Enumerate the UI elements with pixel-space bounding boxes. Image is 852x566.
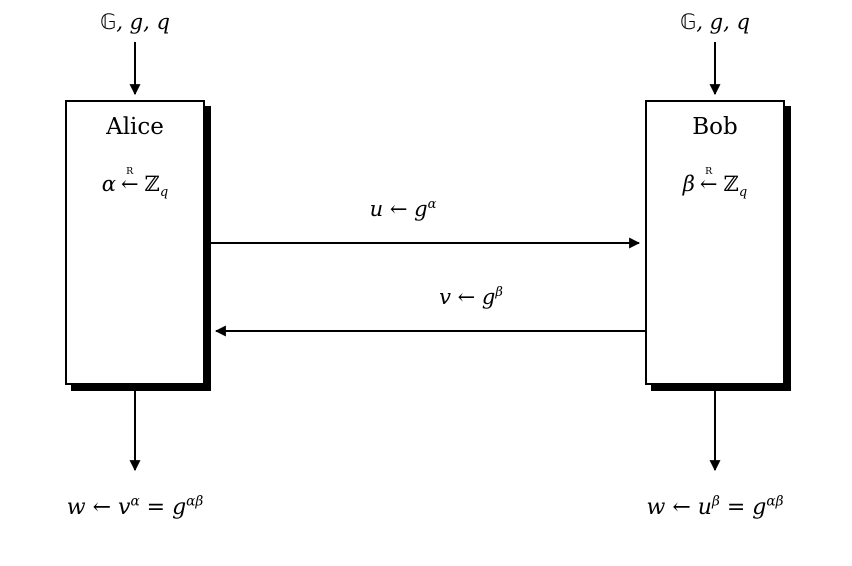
alice-sample-group: ℤ	[144, 172, 160, 196]
message-expression: u ← g	[369, 197, 428, 221]
alice-name: Alice	[106, 114, 164, 140]
alice-sample-var: α	[101, 172, 116, 196]
bob-to-alice-message-label: v ← gβ	[439, 285, 503, 309]
random-sample-arrow-superscript: R	[705, 165, 713, 177]
left-arrow-glyph: ←	[120, 172, 139, 196]
output-expression: = g	[719, 495, 767, 520]
bob-params-label: 𝔾, g, q	[680, 10, 750, 34]
alice-sample-group-subscript: q	[159, 185, 169, 201]
left-arrow-glyph: ←	[699, 172, 718, 196]
output-expression: = g	[139, 495, 187, 520]
random-sample-arrow-superscript: R	[126, 165, 134, 177]
output-expression: w ← u	[646, 495, 712, 520]
random-sample-arrow: R←	[120, 166, 139, 196]
random-sample-arrow: R←	[699, 166, 718, 196]
bob-sample-var: β	[682, 172, 695, 196]
message-exponent: β	[495, 285, 503, 300]
output-exponent: αβ	[766, 493, 784, 510]
message-expression: v ← g	[439, 285, 496, 309]
message-exponent: α	[427, 197, 437, 212]
alice-to-bob-message-label: u ← gα	[370, 197, 437, 221]
bob-output-formula: w ← uβ = gαβ	[647, 495, 784, 520]
output-exponent: α	[130, 493, 140, 510]
alice-output-formula: w ← vα = gαβ	[67, 495, 203, 520]
bob-sample-group-subscript: q	[738, 185, 748, 201]
bob-sample-group: ℤ	[723, 172, 739, 196]
output-exponent: αβ	[186, 493, 204, 510]
bob-name: Bob	[692, 114, 738, 140]
alice-params-label: 𝔾, g, q	[100, 10, 170, 34]
output-exponent: β	[711, 493, 720, 510]
output-expression: w ← v	[66, 495, 131, 520]
